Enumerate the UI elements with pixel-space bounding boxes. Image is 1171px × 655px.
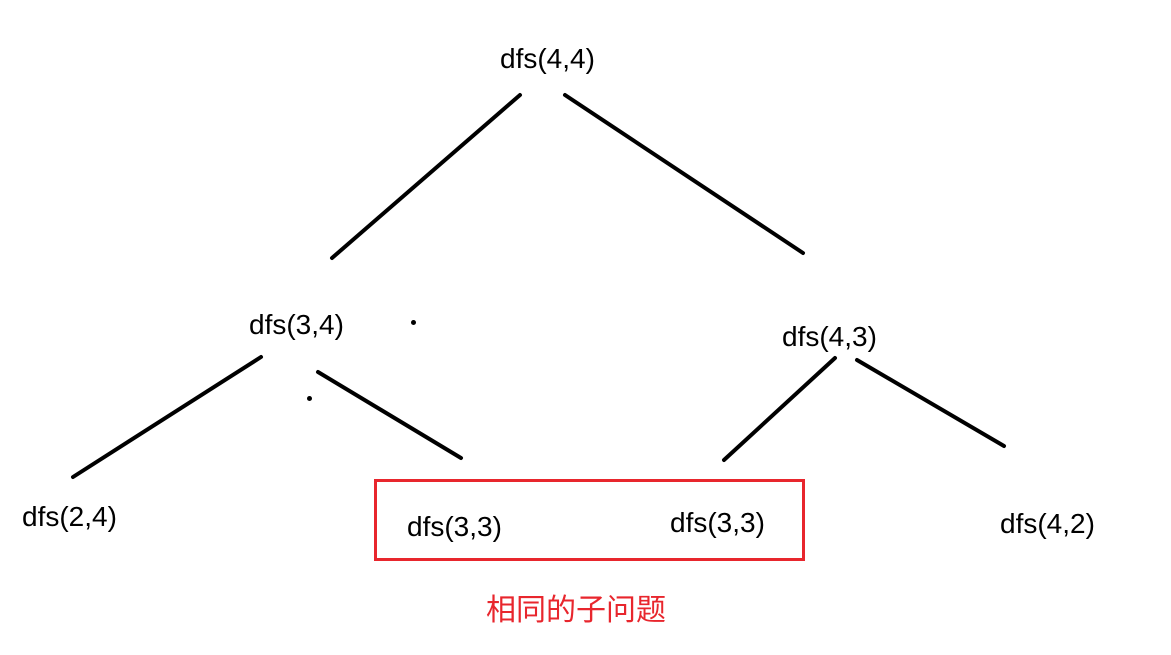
- edge-root-right: [563, 93, 805, 255]
- edge-leftmid-leaf2: [316, 370, 463, 460]
- node-right-mid: dfs(4,3): [782, 321, 877, 352]
- node-leaf-2: dfs(3,3): [407, 511, 502, 542]
- node-left-mid: dfs(3,4): [249, 309, 344, 340]
- node-leaf-4: dfs(4,2): [1000, 508, 1095, 539]
- duplicate-subproblem-box: [374, 479, 805, 561]
- edge-leftmid-leaf1: [71, 355, 263, 479]
- edge-root-left: [330, 93, 522, 260]
- duplicate-subproblem-caption: 相同的子问题: [486, 593, 666, 628]
- stray-dot: [307, 396, 312, 401]
- edge-rightmid-leaf3: [722, 356, 837, 462]
- edge-rightmid-leaf4: [855, 358, 1006, 448]
- stray-dot: [411, 320, 416, 325]
- node-root: dfs(4,4): [500, 43, 595, 74]
- node-leaf-1: dfs(2,4): [22, 501, 117, 532]
- node-leaf-3: dfs(3,3): [670, 507, 765, 538]
